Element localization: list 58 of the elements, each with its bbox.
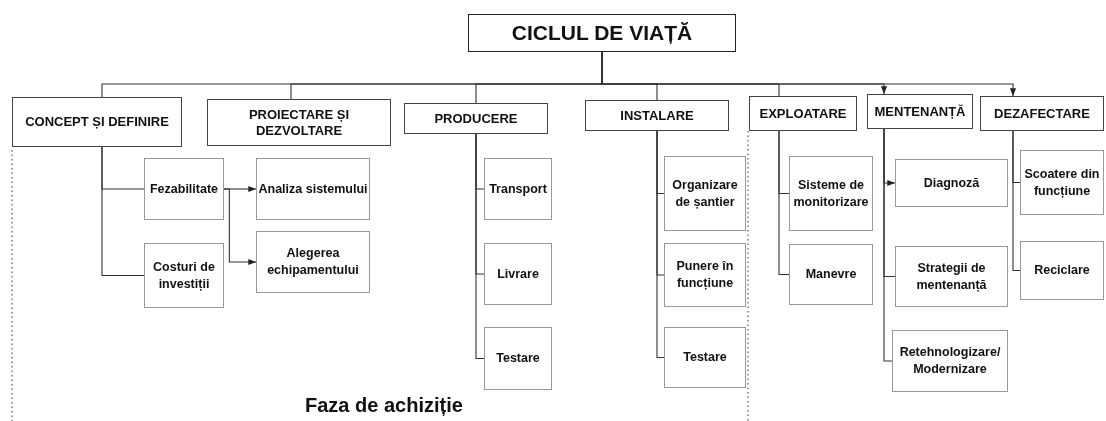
- box-label: Scoatere din funcțiune: [1023, 165, 1101, 200]
- activity-box: [484, 243, 552, 305]
- connector-line: [101, 146, 145, 277]
- box-label: Testare: [683, 349, 727, 366]
- activity-box: [484, 327, 552, 390]
- phase-box: [749, 96, 857, 131]
- box-label: Reciclare: [1034, 262, 1090, 279]
- activity-box: [1020, 241, 1104, 300]
- phase-box: [867, 94, 973, 129]
- connector-line: [778, 130, 790, 276]
- activity-box: [144, 243, 224, 308]
- activity-box: [789, 244, 873, 305]
- box-label: DEZAFECTARE: [994, 105, 1090, 122]
- activity-box: [892, 330, 1008, 392]
- activity-box: [1020, 150, 1104, 215]
- box-label: CONCEPT ȘI DEFINIRE: [25, 114, 169, 130]
- phase-box: [404, 103, 548, 134]
- phase-box: [585, 100, 729, 131]
- activity-box: [144, 158, 224, 220]
- box-label: Fezabilitate: [149, 180, 219, 198]
- activity-box: [664, 156, 746, 231]
- box-label: Retehnologizare/ Modernizare: [898, 344, 1002, 378]
- box-label: EXPLOATARE: [759, 105, 847, 122]
- activity-box: [664, 327, 746, 388]
- box-label: Testare: [496, 350, 540, 367]
- box-label: Strategii de mentenanță: [915, 259, 988, 294]
- connector-line: [883, 128, 893, 362]
- phase-box: [980, 96, 1104, 131]
- phase-box: [12, 97, 182, 147]
- box-label: Livrare: [497, 265, 539, 283]
- box-label: MENTENANȚĂ: [874, 103, 966, 120]
- activity-box: [256, 231, 370, 293]
- box-label: Sisteme de monitorizare: [792, 176, 870, 211]
- connector-line: [475, 133, 485, 360]
- activity-box: [789, 156, 873, 231]
- phase-label: Faza de achiziție: [305, 394, 463, 417]
- box-label: PRODUCERE: [434, 110, 518, 127]
- box-label: Manevre: [805, 266, 857, 283]
- title-box: [468, 14, 736, 52]
- box-label: PROIECTARE ȘI DEZVOLTARE: [247, 106, 351, 139]
- box-label: Punere în funcțiune: [675, 258, 735, 292]
- activity-box: [484, 158, 552, 220]
- box-label: Alegerea echipamentului: [266, 245, 360, 279]
- box-label: Organizare de șantier: [671, 176, 739, 211]
- activity-box: [256, 158, 370, 220]
- box-label: Costuri de investiții: [152, 258, 216, 293]
- activity-box: [895, 246, 1008, 307]
- arrow: [223, 188, 257, 266]
- activity-box: [895, 159, 1008, 207]
- connector-line: [1012, 130, 1021, 272]
- phase-box: [207, 99, 391, 146]
- box-label: Analiza sistemului: [258, 180, 368, 198]
- box-label: INSTALARE: [620, 107, 694, 124]
- box-label: CICLUL DE VIAȚĂ: [511, 21, 693, 45]
- connector-line: [656, 130, 665, 359]
- activity-box: [664, 243, 746, 307]
- box-label: Diagnoză: [923, 174, 980, 192]
- box-label: Transport: [489, 180, 547, 198]
